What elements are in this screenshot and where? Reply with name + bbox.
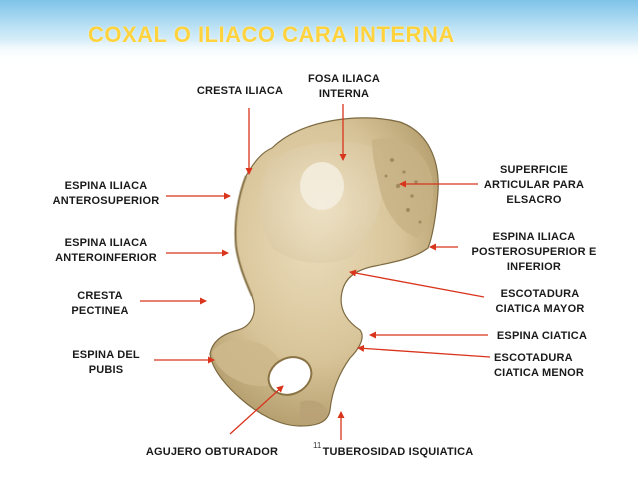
label-cresta-pectinea: CRESTA PECTINEA bbox=[71, 290, 129, 317]
auricular-surface bbox=[372, 138, 434, 238]
label-espina-del-pubis: ESPINA DEL PUBIS bbox=[72, 349, 140, 376]
label-espina-ciatica: ESPINA CIATICA bbox=[496, 330, 588, 342]
shadow-edge bbox=[234, 175, 254, 297]
fossa-highlight bbox=[300, 162, 344, 210]
label-espina-iliaca-posterosuperior: ESPINA ILIACA POSTEROSUPERIOR E INFERIOR bbox=[471, 231, 597, 273]
label-fosa-iliaca-interna: FOSA ILIACA INTERNA bbox=[307, 73, 381, 100]
label-escotadura-ciatica-menor: ESCOTADURA CIATICA MENOR bbox=[494, 352, 584, 379]
slide-title: COXAL O ILIACO CARA INTERNA bbox=[88, 22, 455, 47]
page-number: 11 bbox=[313, 441, 322, 450]
title-glow bbox=[0, 40, 638, 70]
label-espina-iliaca-anteroinferior: ESPINA ILIACA ANTEROINFERIOR bbox=[55, 237, 157, 264]
label-tuberosidad-isquiatica: TUBEROSIDAD ISQUIATICA bbox=[322, 446, 474, 458]
arrow-escotadura-mayor bbox=[349, 269, 485, 298]
label-superficie-articular: SUPERFICIE ARTICULAR PARA ELSACRO bbox=[483, 164, 585, 206]
label-agujero-obturador: AGUJERO OBTURADOR bbox=[145, 446, 279, 458]
label-escotadura-ciatica-mayor: ESCOTADURA CIATICA MAYOR bbox=[495, 288, 585, 315]
label-espina-iliaca-anterosuperior: ESPINA ILIACA ANTEROSUPERIOR bbox=[52, 180, 160, 207]
ischial-ramus bbox=[300, 400, 328, 425]
label-cresta-iliaca: CRESTA ILIACA bbox=[196, 85, 284, 97]
arrow-agujero-obturador bbox=[229, 385, 284, 435]
pointer-arrows bbox=[140, 104, 491, 440]
arrow-escotadura-menor bbox=[357, 344, 491, 358]
hip-bone-illustration bbox=[209, 117, 439, 427]
